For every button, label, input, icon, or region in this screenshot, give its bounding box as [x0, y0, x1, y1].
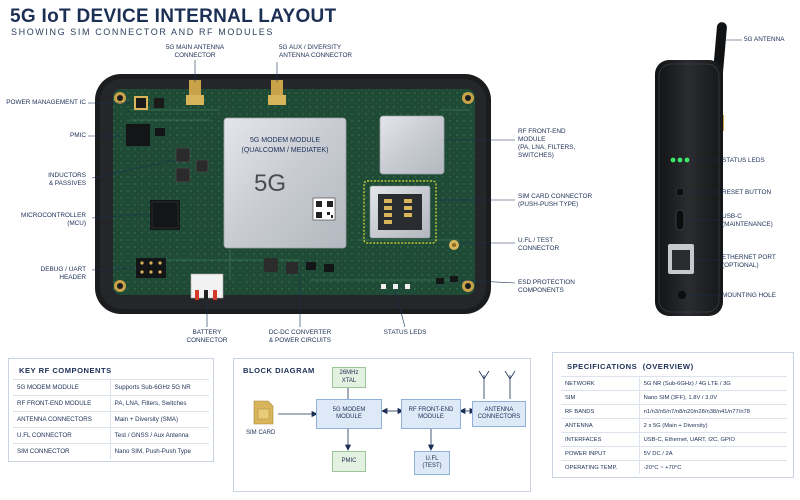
- callout-battery-connector: BATTERY CONNECTOR: [186, 329, 228, 344]
- callout-sim-connector: SIM CARD CONNECTOR (PUSH-PUSH TYPE): [518, 193, 593, 208]
- modem-sublabel: (QUALCOMM / MEDIATEK): [241, 147, 329, 154]
- specs-title-suffix: (OVERVIEW): [642, 362, 694, 371]
- side-status-leds: [670, 157, 690, 163]
- callout-dcdc: DC-DC CONVERTER & POWER CIRCUITS: [268, 329, 332, 344]
- mcu-chip: [150, 200, 180, 230]
- block-diagram-title: BLOCK DIAGRAM: [243, 366, 315, 375]
- specs-title-main: SPECIFICATIONS: [567, 362, 638, 371]
- leader-lines-board: [88, 60, 516, 328]
- callout-reset-button: RESET BUTTON: [722, 189, 772, 196]
- callout-main-antenna: 5G MAIN ANTENNA CONNECTOR: [165, 44, 225, 59]
- block-pmic: PMIC: [332, 451, 366, 472]
- ufl-connector: [449, 240, 459, 250]
- side-view-device: [655, 22, 727, 316]
- callout-inductors: INDUCTORS & PASSIVES: [48, 172, 86, 187]
- block-antenna-connectors: ANTENNA CONNECTORS: [472, 401, 526, 427]
- callout-mounting-hole: MOUNTING HOLE: [722, 292, 776, 299]
- pcb-mounting-holes: [114, 92, 474, 292]
- modem-label: 5G MODEM MODULE: [249, 137, 320, 144]
- callout-5g-antenna: 5G ANTENNA: [744, 36, 785, 43]
- sim-card-icon: [253, 400, 274, 425]
- block-diagram-panel: BLOCK DIAGRAM SIM CARD: [233, 358, 531, 492]
- debug-header: [136, 258, 166, 278]
- mounting-hole: [678, 291, 686, 299]
- key-rf-title: KEY RF COMPONENTS: [19, 366, 112, 375]
- block-ufl: U.FL (TEST): [414, 451, 450, 475]
- page-subtitle: SHOWING SIM CONNECTOR AND RF MODULES: [11, 27, 274, 37]
- callout-pmic: PMIC: [70, 132, 86, 139]
- rf-front-end-module: [379, 115, 445, 175]
- block-sim-card-label: SIM CARD: [246, 430, 276, 436]
- dcdc-converter: [264, 258, 334, 274]
- callout-microcontroller: MICROCONTROLLER (MCU): [21, 212, 86, 227]
- antenna-icons: [478, 370, 516, 399]
- callout-power-management-ic: POWER MANAGEMENT IC: [6, 99, 86, 106]
- block-rf-front-end: RF FRONT-END MODULE: [401, 399, 461, 429]
- pmic-chip: [126, 124, 165, 146]
- callout-side-status-leds: STATUS LEDS: [722, 157, 765, 164]
- modem-5g-mark: 5G: [253, 170, 286, 197]
- table-row: OPERATING TEMP.-20°C ~ +70°C: [561, 460, 787, 474]
- usbc-port: [675, 209, 685, 231]
- inductors: [175, 147, 209, 183]
- callout-ethernet: ETHERNET PORT (OPTIONAL): [722, 254, 776, 269]
- sim-card-connector: [363, 180, 437, 244]
- aux-antenna-connector: [268, 80, 286, 105]
- specs-title: SPECIFICATIONS (OVERVIEW): [567, 362, 694, 371]
- callout-ufl: U.FL / TEST CONNECTOR: [518, 237, 560, 252]
- main-antenna-connector: [186, 80, 204, 105]
- callout-status-leds-board: STATUS LEDS: [383, 329, 427, 336]
- callout-debug-uart: DEBUG / UART HEADER: [40, 266, 86, 281]
- callout-usbc: USB-C (MAINTENANCE): [722, 213, 773, 228]
- battery-connector: [190, 273, 224, 300]
- reset-button: [675, 187, 685, 197]
- esd-components: [436, 276, 458, 284]
- block-modem: 5G MODEM MODULE: [316, 399, 382, 429]
- callout-aux-antenna: 5G AUX / DIVERSITY ANTENNA CONNECTOR: [279, 44, 353, 59]
- block-xtal: 26MHz XTAL: [332, 367, 366, 388]
- page-title: 5G IoT DEVICE INTERNAL LAYOUT: [10, 6, 337, 27]
- board-status-leds: [381, 284, 410, 289]
- power-management-ic: [134, 96, 164, 110]
- callout-rf-front-end: RF FRONT-END MODULE (PA, LNA, FILTERS, S…: [518, 128, 576, 159]
- modem-module: [223, 117, 347, 249]
- leader-lines-side: [684, 39, 742, 296]
- callout-esd: ESD PROTECTION COMPONENTS: [518, 279, 575, 294]
